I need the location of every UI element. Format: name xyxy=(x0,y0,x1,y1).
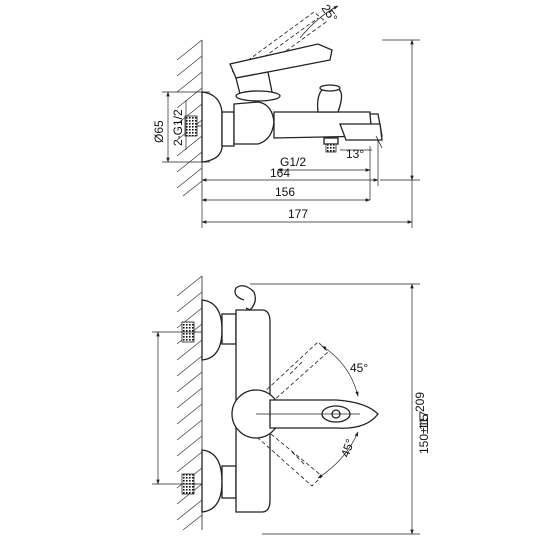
side-view: 25° 117 Ø65 2-G1/2 G1/2 13° 164 156 177 xyxy=(152,2,431,430)
angle-label-45-lower: 45° xyxy=(338,437,357,459)
angle-label-25: 25° xyxy=(319,2,341,25)
angle-label-45-upper: 45° xyxy=(350,361,368,375)
bath-spout xyxy=(339,123,383,149)
cartridge-and-lever xyxy=(231,389,379,439)
wall-flange xyxy=(184,91,235,163)
shower-hook xyxy=(234,285,256,311)
upper-connection xyxy=(181,299,237,361)
width-label-209: 209 xyxy=(413,392,427,412)
mixer-lever xyxy=(229,43,333,102)
centers-label: 150±15 xyxy=(417,414,431,454)
length-label-156: 156 xyxy=(275,185,295,199)
length-label-164: 164 xyxy=(270,166,290,180)
dimension-lines-top xyxy=(152,283,420,535)
spout-angle-label: 13° xyxy=(346,147,364,161)
outlet-thread-label: G1/2 xyxy=(280,155,306,169)
diameter-label: Ø65 xyxy=(152,120,166,143)
height-label-117: 117 xyxy=(417,411,431,430)
inlet-thread-label: 2-G1/2 xyxy=(171,109,185,146)
dimension-labels-top: 45° 45° 150±15 209 xyxy=(338,361,431,459)
lower-connection xyxy=(181,449,237,513)
length-label-177: 177 xyxy=(288,207,308,221)
top-view: 45° 45° 150±15 209 xyxy=(152,275,431,535)
angle-arcs xyxy=(317,345,359,479)
dimension-lines-side xyxy=(162,5,420,228)
